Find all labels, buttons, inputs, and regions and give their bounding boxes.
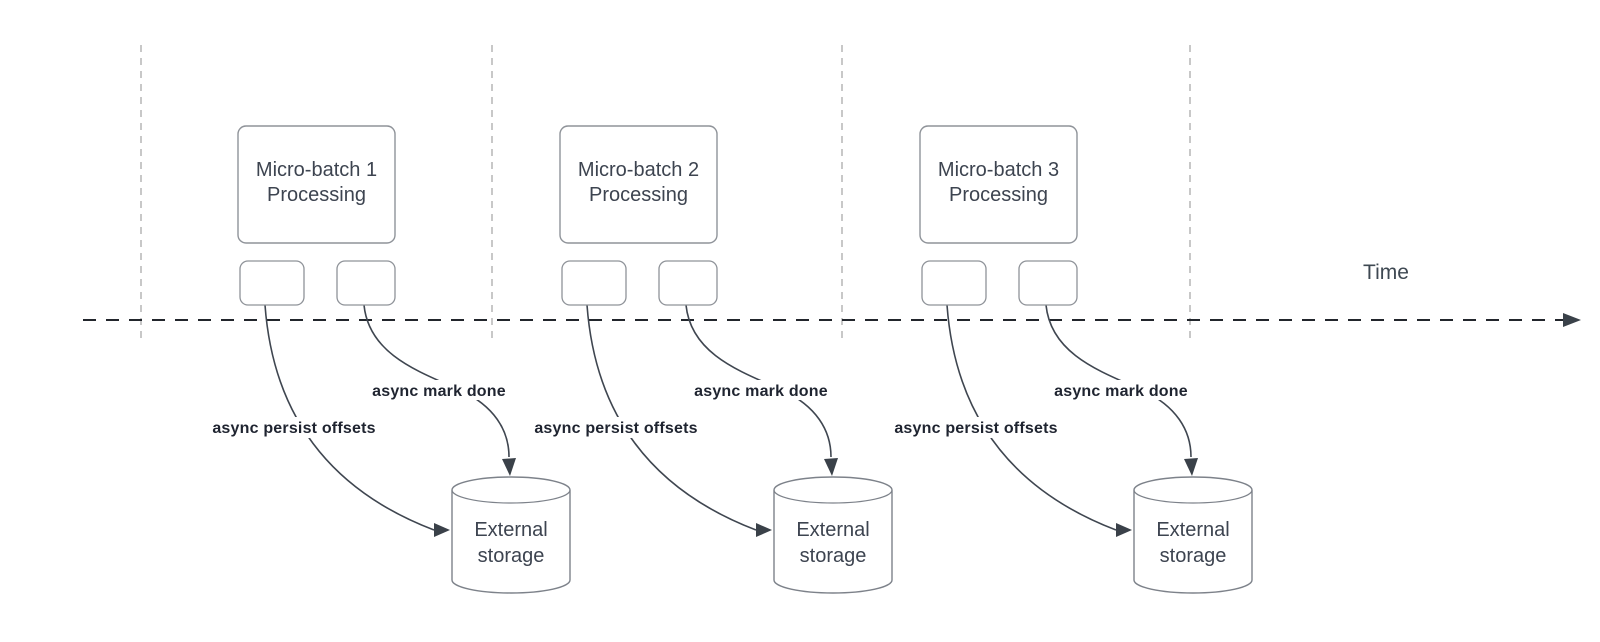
time-axis-arrow-icon: [1563, 313, 1581, 327]
batch-3-done-label-bg: [1046, 380, 1198, 400]
batch-3-group: async persist offsets async mark done Mi…: [878, 125, 1253, 594]
batch-1-cylinder-body: [451, 476, 571, 594]
batch-3-done-arrowhead-icon: [1184, 458, 1198, 476]
batch-1-storage-line1: External: [474, 519, 547, 541]
batch-2-title-line2: Processing: [589, 184, 688, 206]
batch-3-title-line2: Processing: [949, 184, 1048, 206]
batch-1-persist-task-box: [239, 260, 305, 306]
batch-2-storage-line1: External: [796, 519, 869, 541]
batch-3-persist-label: async persist offsets: [894, 420, 1057, 437]
batch-2-cylinder-rim: [773, 489, 893, 504]
batch-2-persist-arrowhead-icon: [756, 523, 772, 537]
batch-1-done-arrowhead-icon: [502, 458, 516, 476]
batch-1-cylinder-rim: [451, 489, 571, 504]
batch-1-storage-cylinder: External storage: [451, 476, 571, 594]
batch-3-done-task-box: [1018, 260, 1078, 306]
batch-1-processing-box: [237, 125, 396, 244]
batch-2-group: async persist offsets async mark done Mi…: [518, 125, 893, 594]
time-interval-gridlines: [140, 45, 1191, 341]
batch-1-done-label: async mark done: [372, 383, 506, 400]
batch-2-done-label-bg: [686, 380, 838, 400]
batch-1-storage-line2: storage: [478, 545, 545, 567]
batch-2-processing-box: [559, 125, 718, 244]
batch-3-cylinder-body: [1133, 476, 1253, 594]
batch-2-persist-label: async persist offsets: [534, 420, 697, 437]
batch-3-storage-cylinder: External storage: [1133, 476, 1253, 594]
time-axis-label: Time: [1363, 261, 1409, 284]
batch-2-title-line1: Micro-batch 2: [578, 159, 699, 181]
batch-1-persist-label: async persist offsets: [212, 420, 375, 437]
batch-2-storage-line2: storage: [800, 545, 867, 567]
batch-2-done-label: async mark done: [694, 383, 828, 400]
batch-2-storage-cylinder: External storage: [773, 476, 893, 594]
batch-1-title-line1: Micro-batch 1: [256, 159, 377, 181]
batch-3-cylinder-rim: [1133, 489, 1253, 504]
batch-1-persist-arrowhead-icon: [434, 523, 450, 537]
batch-3-title-line1: Micro-batch 3: [938, 159, 1059, 181]
time-axis: Time: [83, 261, 1581, 327]
batch-1-done-task-box: [336, 260, 396, 306]
batch-1-title-line2: Processing: [267, 184, 366, 206]
batch-2-persist-label-bg: [518, 417, 716, 438]
batch-2-done-arrowhead-icon: [824, 458, 838, 476]
batch-1-group: async persist offsets async mark done Mi…: [196, 125, 571, 594]
batch-1-persist-label-bg: [196, 417, 394, 438]
batch-3-processing-box: [919, 125, 1078, 244]
batch-2-cylinder-body: [773, 476, 893, 594]
batch-3-persist-task-box: [921, 260, 987, 306]
batch-2-persist-task-box: [561, 260, 627, 306]
batch-3-storage-line1: External: [1156, 519, 1229, 541]
batch-3-done-label: async mark done: [1054, 383, 1188, 400]
batch-3-persist-arrowhead-icon: [1116, 523, 1132, 537]
batch-3-persist-label-bg: [878, 417, 1076, 438]
batch-3-storage-line2: storage: [1160, 545, 1227, 567]
batch-2-done-task-box: [658, 260, 718, 306]
batch-1-done-label-bg: [364, 380, 516, 400]
